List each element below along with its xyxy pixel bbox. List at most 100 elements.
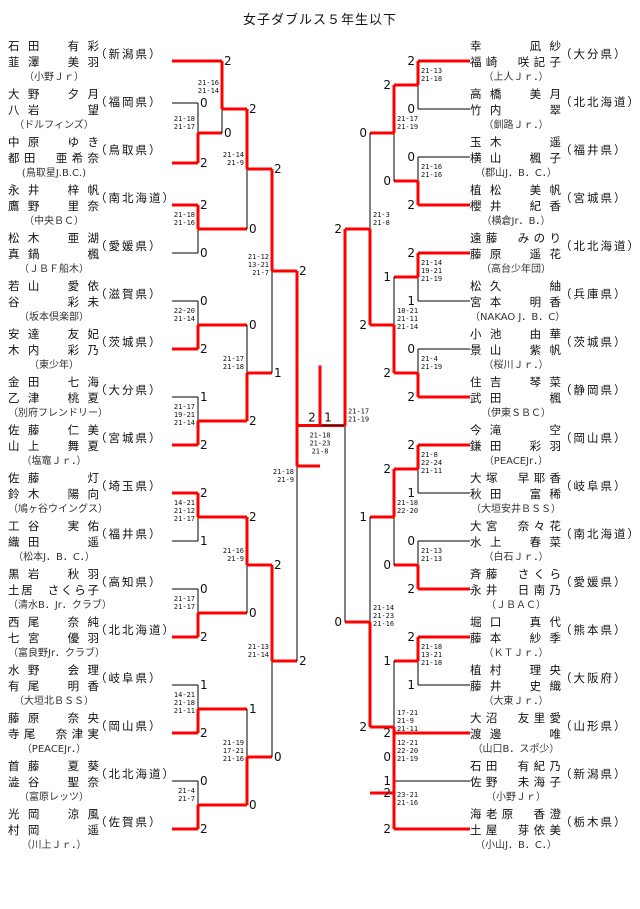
entry-left-13: 西尾 奈純七宮 優羽（富良野Jr．クラブ）: [8, 614, 106, 662]
player-name: 鈴木 陽向: [8, 487, 100, 501]
player-name: 大塚 早耶香: [470, 471, 562, 485]
set-score: 21-17: [174, 603, 195, 611]
prefecture: （山形県）: [560, 719, 628, 733]
player-name: 工谷 実佑: [8, 519, 100, 533]
games-won: 1: [200, 534, 208, 548]
final-set-score: 21-18: [309, 432, 330, 440]
player-name: 松木 亜湖: [8, 231, 100, 245]
club-name: （大垣安井ＢＳＳ）: [471, 504, 561, 515]
entry-right-1: 幸 凪紗福崎 咲記子（上人Ｊｒ．）: [470, 38, 562, 86]
player-name: 澁谷 聖奈: [8, 775, 100, 789]
club-name: （ＪＢＡＣ）: [486, 600, 546, 611]
club-name: （山口B．スポ少）: [472, 744, 560, 755]
prefecture: （静岡県）: [560, 383, 628, 397]
player-name: 首藤 夏葵: [8, 759, 100, 773]
prefecture: （大阪府）: [560, 671, 628, 685]
player-name: 木内 彩乃: [8, 343, 100, 357]
club-name: （清水B．Jr．クラブ）: [8, 600, 112, 611]
games-won: 0: [249, 222, 257, 236]
club-name: （大東Ｊｒ．）: [483, 696, 549, 707]
games-won: 0: [200, 96, 208, 110]
prefecture: （熊本県）: [560, 623, 628, 637]
player-name: 光岡 涼風: [8, 807, 100, 821]
set-score: 14-21: [174, 691, 195, 699]
player-name: 寺尾 奈津実: [8, 727, 100, 741]
champion-path: [296, 365, 322, 427]
player-name: 大宮 奈々花: [470, 519, 562, 533]
player-name: 景山 紫帆: [470, 343, 562, 357]
club-name: （別府フレンドリー）: [8, 408, 108, 419]
club-name: （郡山J．B．C．）: [475, 168, 557, 179]
set-score: 21-16: [174, 219, 195, 227]
set-score: 13-21: [421, 651, 442, 659]
games-won: 0: [334, 615, 342, 629]
player-name: 土屋 芽依美: [470, 823, 562, 837]
player-name: 藤原 遥花: [470, 247, 562, 261]
prefecture: （宮城県）: [95, 431, 163, 445]
player-name: 小池 由華: [470, 327, 562, 341]
club-name: （東少年）: [29, 360, 79, 371]
set-score: 17-21: [223, 747, 244, 755]
player-name: 水野 会理: [8, 663, 100, 677]
entry-right-4: 植松 美帆櫻井 紀香（横倉Jr．B．）: [470, 182, 562, 230]
games-won: 2: [200, 486, 208, 500]
games-won: 2: [407, 630, 415, 644]
club-name: （川上Ｊｒ．）: [21, 840, 87, 851]
prefecture: （愛媛県）: [95, 239, 163, 253]
set-score: 21-14: [223, 151, 244, 159]
entry-right-14: 植村 理央藤井 史織（大東Ｊｒ．）: [470, 662, 562, 710]
player-name: 織田 遥: [8, 535, 100, 549]
player-name: 鎌田 彩羽: [470, 439, 562, 453]
player-name: 高橋 美月: [470, 87, 562, 101]
set-score: 21-19: [348, 416, 369, 424]
prefecture: （北北海道）: [560, 239, 640, 253]
player-name: 都田 亜希奈: [8, 151, 100, 165]
games-won: 2: [200, 342, 208, 356]
set-score: 19-21: [421, 267, 442, 275]
entry-right-13: 堀口 真代藤本 紗季（ＫＴＪｒ．）: [470, 614, 562, 662]
set-score: 21-11: [397, 725, 418, 733]
entry-left-3: 中原 ゆき都田 亜希奈(鳥取星J.B.C.): [8, 134, 100, 182]
set-score: 21-17: [174, 595, 195, 603]
entry-left-11: 工谷 実佑織田 遥（松本J．B．C．）: [8, 518, 100, 566]
club-name: （桜川Ｊｒ．）: [483, 360, 549, 371]
games-won: 2: [407, 246, 415, 260]
games-won: 1: [200, 678, 208, 692]
club-name: (鳥取星J.B.C.): [21, 168, 87, 179]
set-score: 21-12: [248, 253, 269, 261]
set-score: 21-13: [421, 547, 442, 555]
player-name: 藤本 紗季: [470, 631, 562, 645]
player-name: 遠藤 みのり: [470, 231, 562, 245]
prefecture: （宮城県）: [560, 191, 628, 205]
entry-right-12: 斉藤 さくら永井 日南乃（ＪＢＡＣ）: [470, 566, 562, 614]
games-won: 2: [407, 390, 415, 404]
set-score: 21-14: [421, 259, 442, 267]
games-won: 2: [224, 54, 232, 68]
entry-left-7: 安達 友妃木内 彩乃（東少年）: [8, 326, 100, 374]
entry-left-2: 大野 夕月八岩 望（ドルフィンズ）: [8, 86, 100, 134]
prefecture: （岐阜県）: [560, 479, 628, 493]
entry-right-10: 大塚 早耶香秋田 富稀（大垣安井ＢＳＳ）: [470, 470, 562, 518]
club-name: （横倉Jr．B．）: [481, 216, 551, 227]
entry-right-17: 海老原 香澄土屋 芽依美（小山J．B．C．）: [470, 806, 562, 854]
club-name: （富良野Jr．クラブ）: [8, 648, 106, 659]
entry-left-8: 金田 七海乙津 桃夏（別府フレンドリー）: [8, 374, 108, 422]
set-score: 21-9: [277, 476, 294, 484]
club-name: （上人Ｊｒ．）: [483, 72, 549, 83]
games-won: 0: [383, 558, 391, 572]
player-name: 武田 楓: [470, 391, 562, 405]
games-won: 1: [383, 774, 391, 788]
club-name: （富原レッツ）: [19, 792, 89, 803]
player-name: 黒岩 秋羽: [8, 567, 100, 581]
prefecture: （北北海道）: [95, 767, 176, 781]
set-score: 21-11: [421, 467, 442, 475]
prefecture: （岡山県）: [560, 431, 628, 445]
games-won: 1: [407, 486, 415, 500]
player-name: 七宮 優羽: [8, 631, 100, 645]
games-won: 2: [383, 462, 391, 476]
prefecture: （岐阜県）: [95, 671, 163, 685]
entry-right-5: 遠藤 みのり藤原 遥花（高台少年団）: [470, 230, 562, 278]
games-won: 2: [407, 438, 415, 452]
prefecture: （福岡県）: [95, 95, 163, 109]
prefecture: （大分県）: [95, 383, 163, 397]
